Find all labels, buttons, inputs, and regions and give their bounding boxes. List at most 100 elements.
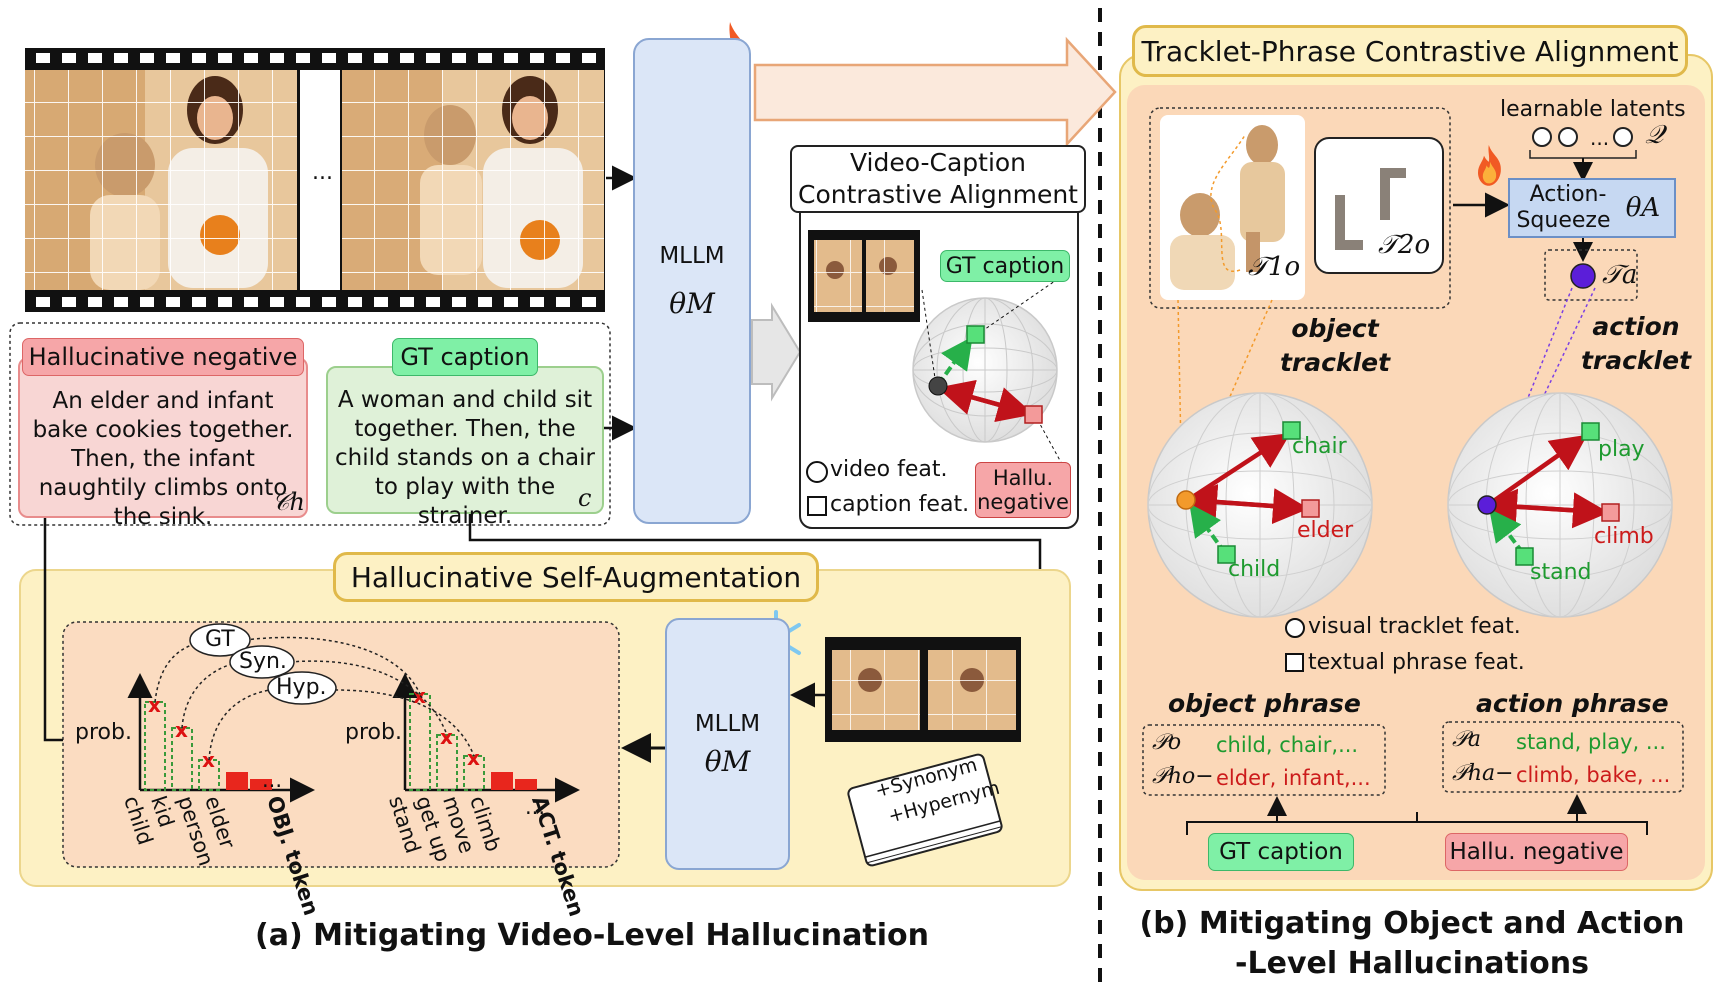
object-pos-symbol: 𝒫o (1152, 730, 1182, 755)
mllm-bottom-label: MLLM (694, 710, 761, 737)
action-pos-phrases: stand, play, ... (1516, 730, 1666, 754)
arc-syn-act (289, 660, 448, 736)
legend-video-feat: video feat. (830, 457, 948, 482)
sphere-word-child: child (1228, 557, 1281, 582)
tracklet-1-image (1170, 125, 1285, 290)
gt-caption-box: A woman and child sit together. Then, th… (326, 366, 604, 529)
legend-textual-phrase: textual phrase feat. (1308, 650, 1525, 675)
film-sprocket-holes-bottom (36, 297, 596, 307)
sphere-word-chair: chair (1292, 434, 1347, 459)
big-arrow-to-panel-b (753, 36, 1117, 148)
hallucinative-negative-text: An elder and infant bake cookies togethe… (32, 388, 294, 530)
vcca-title-line2: Contrastive Alignment (798, 180, 1078, 209)
sphere-word-elder: elder (1297, 518, 1354, 543)
mllm-bottom-theta: θM (704, 744, 751, 778)
elder-point (1301, 499, 1320, 518)
prob-label-obj: prob. (75, 720, 132, 745)
play-point (1581, 422, 1600, 441)
film-sprocket-holes-top (36, 53, 596, 63)
vcca-mini-film (808, 230, 920, 322)
object-neg-symbol: 𝒫ho− (1152, 764, 1214, 789)
object-pos-phrases: child, chair,... (1216, 733, 1359, 757)
gt-caption-label: GT caption (392, 338, 538, 376)
stand-point (1515, 547, 1534, 566)
squeezer-line1: Action- (1529, 182, 1607, 207)
video-feat-point (928, 376, 948, 396)
squeezer-flame-icon (1478, 145, 1501, 186)
object-neg-phrases: elder, infant,... (1216, 766, 1371, 790)
arc-gt-act (244, 636, 421, 695)
action-tracklet-symbol: 𝒯a (1602, 260, 1638, 290)
gt-caption-text: A woman and child sit together. Then, th… (334, 387, 595, 529)
action-phrase-label: action phrase (1476, 689, 1669, 718)
action-visual-point (1477, 495, 1497, 515)
tracklet-2-image (1335, 168, 1406, 250)
tracklet-1-symbol: 𝒯1o (1248, 252, 1301, 282)
climb-point (1601, 503, 1620, 522)
dotted-gt-to-point (974, 271, 1069, 337)
action-pos-symbol: 𝒫a (1452, 727, 1481, 752)
legend-circle-icon (806, 461, 828, 483)
mllm-top-label: MLLM (659, 242, 725, 269)
action-tracklet-container (1544, 249, 1638, 301)
svg-text:x: x (175, 718, 188, 742)
bubble-syn-shape (229, 645, 295, 679)
neg-caption-point (1024, 405, 1043, 424)
panel-b-title: Tracklet-Phrase Contrastive Alignment (1132, 25, 1688, 77)
mllm-bottom-block: MLLM θM (665, 618, 790, 870)
latents-ellipsis: ... (1590, 126, 1610, 150)
chair-point (1282, 421, 1301, 440)
hsa-mini-film (825, 637, 1021, 742)
hallucinative-negative-label: Hallucinative negative (22, 338, 304, 376)
caption-b: (b) Mitigating Object and Action -Level … (1100, 904, 1724, 984)
vcca-hallu-tag: Hallu. negative (975, 462, 1071, 518)
bubble-gt-shape (189, 623, 251, 657)
hallucinative-negative-symbol: 𝒞h (272, 488, 305, 516)
bubble-gt: GT (205, 627, 235, 652)
grey-arrow-to-vcca (751, 302, 802, 402)
action-squeezer-block: Action- Squeezer (1508, 178, 1628, 238)
object-visual-point (1176, 490, 1196, 510)
dotted-video-to-point (921, 289, 937, 386)
svg-text:x: x (440, 725, 453, 749)
svg-text:x: x (202, 748, 215, 772)
object-phrase-label: object phrase (1168, 689, 1361, 718)
legend-b-circle-icon (1285, 618, 1305, 638)
vcca-title: Video-Caption Contrastive Alignment (790, 145, 1086, 213)
vcca-hallu-line2: negative (977, 490, 1069, 514)
svg-text:x: x (467, 746, 480, 770)
caption-b-line1: (b) Mitigating Object and Action (1139, 906, 1685, 941)
object-tracklet-label: object tracklet (1279, 314, 1391, 377)
hallucinative-negative-box: An elder and infant bake cookies togethe… (18, 357, 308, 530)
video-frame-1 (25, 70, 297, 290)
caption-b-line2: -Level Hallucinations (1235, 946, 1589, 981)
gt-caption-btn: GT caption (1208, 833, 1354, 871)
dictionary-book-icon (847, 753, 1003, 867)
prob-label-act: prob. (345, 720, 402, 745)
action-tracklet-point (1570, 263, 1596, 289)
act-token-4: ... (525, 795, 546, 819)
tracklet-2-symbol: 𝒯2o (1378, 230, 1431, 260)
arc-gt-obj (154, 639, 211, 703)
learnable-latents-label: learnable latents (1500, 97, 1686, 122)
captions-container (9, 322, 611, 526)
svg-text:x: x (148, 693, 161, 717)
gt-caption-symbol: c (578, 484, 592, 512)
squeezer-line2: Squeezer (1516, 208, 1620, 233)
object-phrase-box (1142, 724, 1386, 796)
vcca-hallu-line1: Hallu. (992, 466, 1054, 490)
arc-hyp-obj (208, 689, 271, 761)
video-frame-2 (342, 70, 604, 290)
sphere-word-climb: climb (1594, 524, 1654, 549)
mllm-top-block: MLLM θM (633, 38, 751, 524)
bubble-hyp: Hyp. (276, 675, 327, 700)
action-tracklet-label: action tracklet (1580, 312, 1692, 375)
latent-symbol: 𝒬 (1645, 120, 1664, 150)
hallu-negative-btn: Hallu. negative (1445, 833, 1628, 871)
arrow-hsa-to-negative (32, 485, 63, 742)
svg-text:x: x (413, 684, 426, 708)
legend-caption-feat: caption feat. (830, 492, 970, 517)
child-point (1217, 545, 1236, 564)
gt-caption-point (966, 325, 985, 344)
